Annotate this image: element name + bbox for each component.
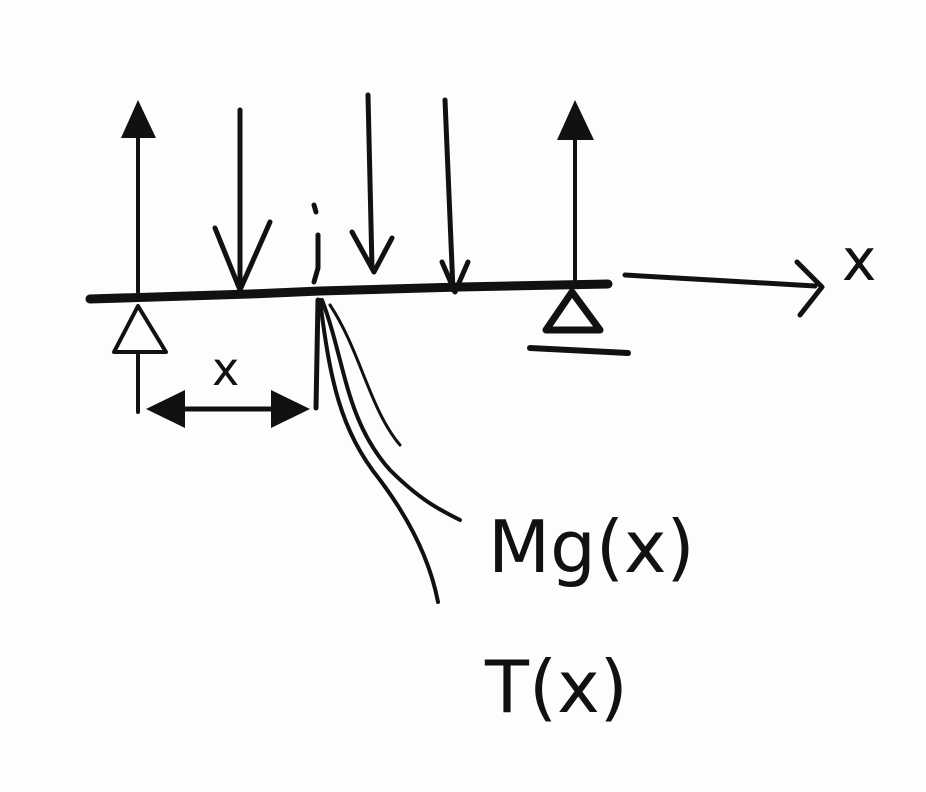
left-reaction-arrowhead (121, 100, 156, 138)
leader-curve-1 (320, 298, 462, 522)
right-support-roller (542, 288, 604, 334)
load-arrow-1 (212, 107, 273, 293)
section-mark (311, 202, 321, 285)
dimension-arrowhead-left (146, 390, 185, 428)
dimension-arrowhead-right (271, 390, 310, 428)
load-arrow-3 (439, 97, 471, 295)
right-support-ground (527, 345, 631, 356)
beam (85, 279, 613, 304)
left-support-pin (112, 304, 168, 354)
section-cut-line (313, 297, 321, 411)
load-arrow-2 (349, 92, 395, 275)
x-axis-arrow (622, 259, 825, 318)
label-t: T(x) (484, 645, 628, 729)
leader-curve-2 (318, 298, 440, 604)
right-reaction-arrowhead (557, 100, 594, 140)
distance-label: x (212, 342, 239, 396)
leader-curve-3 (328, 303, 402, 447)
x-axis-label: x (842, 226, 876, 294)
label-mg: Mg(x) (488, 505, 695, 589)
